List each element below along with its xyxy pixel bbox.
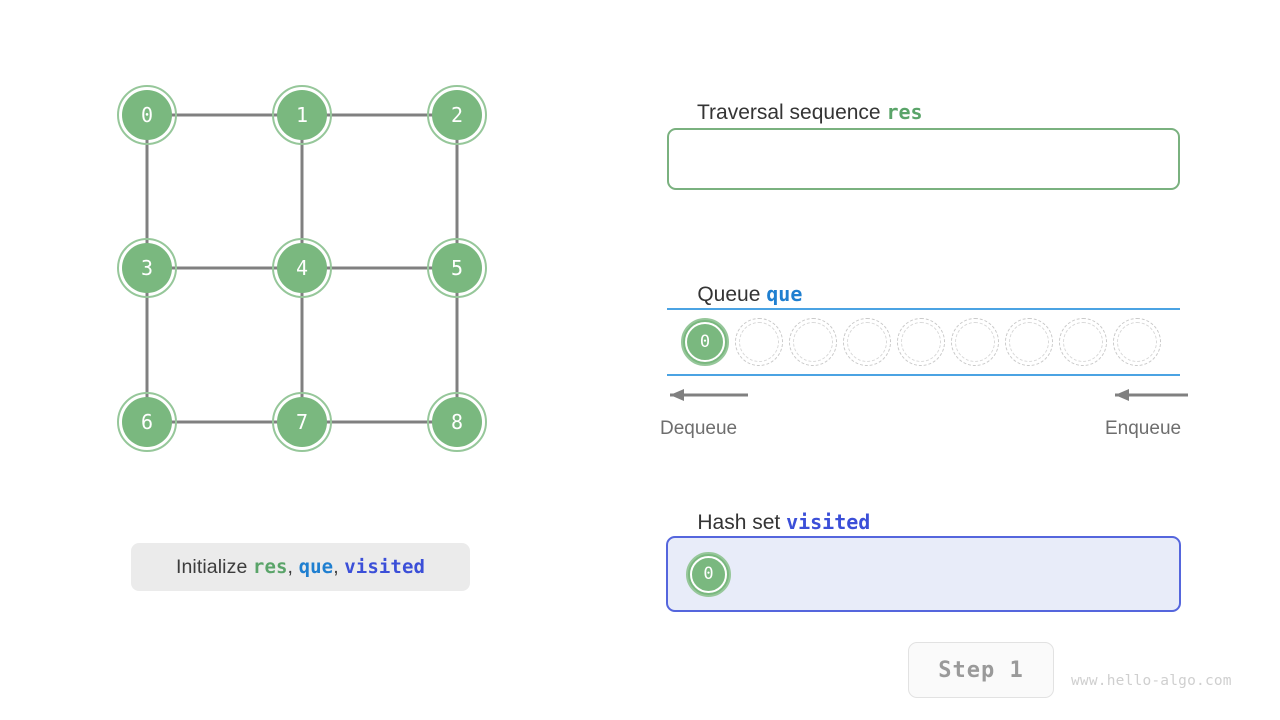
graph-node-ring (427, 85, 487, 145)
graph-node[interactable]: 3 (117, 238, 177, 298)
graph-node-body (432, 397, 482, 447)
queue-direction-arrows (670, 389, 1188, 401)
graph-node-body (122, 90, 172, 140)
graph-node-ring (272, 392, 332, 452)
graph-node-label: 1 (296, 103, 308, 127)
visited-section-label: Hash set visited (674, 486, 870, 559)
graph-node-label: 3 (141, 256, 153, 280)
graph-node-label: 5 (451, 256, 463, 280)
queue-container: 0 (667, 308, 1180, 378)
right-panel: Traversal sequence res Queue que 0 Deque… (620, 0, 1280, 720)
graph-node-body (277, 243, 327, 293)
caption-box: Initialize res, que, visited (131, 543, 470, 591)
graph-node-label: 0 (141, 103, 153, 127)
step-badge: Step 1 (908, 642, 1054, 698)
caption-prefix: Initialize (175, 555, 253, 578)
enqueue-label: Enqueue (1105, 418, 1182, 439)
graph-node-ring (272, 85, 332, 145)
queue-empty-slot (843, 318, 891, 366)
res-container (667, 128, 1180, 190)
graph-node[interactable]: 6 (117, 392, 177, 452)
graph-node[interactable]: 1 (272, 85, 332, 145)
res-section-label: Traversal sequence res (674, 76, 923, 149)
node-label: 0 (703, 563, 714, 584)
graph-node-body (277, 397, 327, 447)
watermark: www.hello-algo.com (1071, 673, 1232, 689)
queue-empty-slot (735, 318, 783, 366)
visited-item: 0 (686, 551, 731, 597)
visited-label-token: visited (786, 510, 871, 534)
graph-node[interactable]: 2 (427, 85, 487, 145)
graph-node[interactable]: 7 (272, 392, 332, 452)
caption-text: Initialize res, que, visited (176, 556, 425, 579)
queue-section-label: Queue que (674, 258, 802, 331)
caption-token-visited: visited (344, 555, 426, 578)
graph-node-label: 8 (451, 410, 463, 434)
enqueue-arrow-icon (1115, 389, 1188, 401)
queue-bottom-rule (667, 374, 1180, 376)
graph-node-body (277, 90, 327, 140)
queue-item: 0 (681, 318, 729, 366)
caption-token-que: que (298, 555, 334, 578)
graph-node[interactable]: 5 (427, 238, 487, 298)
graph-node-ring (117, 392, 177, 452)
graph-node-ring (272, 238, 332, 298)
graph-panel: 0 1 2 3 4 5 6 7 8 Initialize res, que, visited (0, 0, 620, 720)
graph-node[interactable]: 0 (117, 85, 177, 145)
node-label: 0 (699, 331, 711, 352)
graph-canvas: 0 1 2 3 4 5 6 7 8 (117, 85, 487, 452)
queue-slot-list: 0 (681, 312, 1161, 372)
graph-node-label: 7 (296, 410, 308, 434)
graph-node-body (122, 397, 172, 447)
queue-empty-slot (1059, 318, 1107, 366)
graph-node-ring (427, 392, 487, 452)
graph-node[interactable]: 4 (272, 238, 332, 298)
caption-separator: , (333, 555, 345, 578)
queue-empty-slot (789, 318, 837, 366)
graph-node-ring (117, 238, 177, 298)
graph-node-ring (117, 85, 177, 145)
queue-label-prefix: Queue (697, 283, 767, 306)
graph-node[interactable]: 8 (427, 392, 487, 452)
queue-empty-slot (1113, 318, 1161, 366)
visited-label-prefix: Hash set (697, 511, 787, 534)
graph-node-body (432, 90, 482, 140)
visited-container: 0 (666, 536, 1181, 612)
res-label-token: res (886, 100, 923, 124)
graph-node-body (432, 243, 482, 293)
queue-label-token: que (766, 282, 803, 306)
queue-empty-slot (1005, 318, 1053, 366)
queue-empty-slot (897, 318, 945, 366)
graph-node-label: 6 (141, 410, 153, 434)
dequeue-arrow-icon (670, 389, 748, 401)
queue-empty-slot (951, 318, 999, 366)
graph-node-ring (427, 238, 487, 298)
queue-top-rule (667, 308, 1180, 310)
caption-token-res: res (252, 555, 288, 578)
dequeue-label: Dequeue (660, 418, 738, 439)
caption-separator: , (287, 555, 299, 578)
graph-node-label: 2 (451, 103, 463, 127)
res-label-prefix: Traversal sequence (696, 101, 887, 124)
graph-node-label: 4 (296, 256, 308, 280)
graph-node-body (122, 243, 172, 293)
